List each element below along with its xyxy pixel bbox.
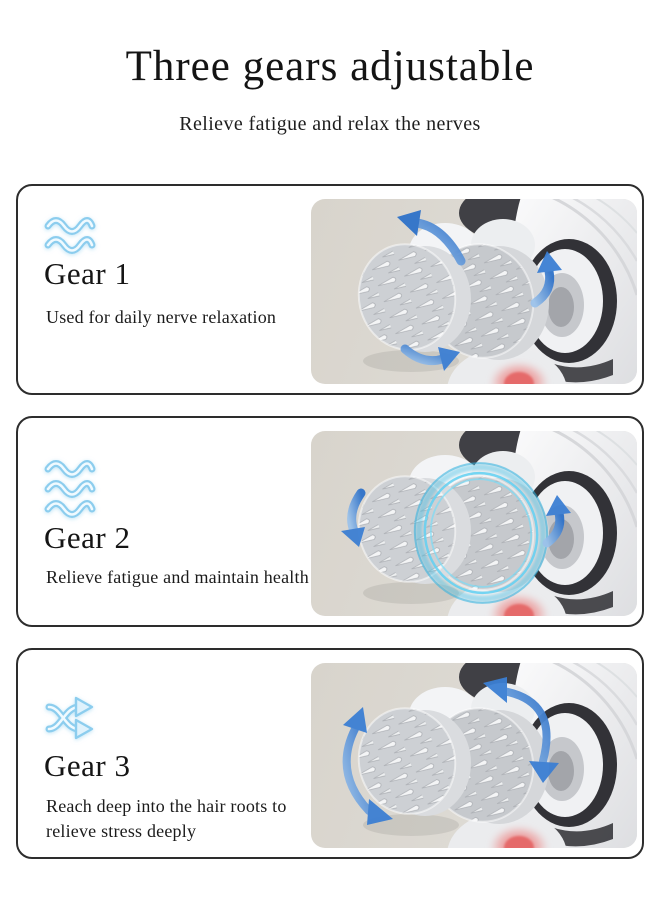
page-title: Three gears adjustable: [125, 43, 535, 90]
gear-2-card: Gear 2 Relieve fatigue and maintain heal…: [16, 416, 644, 627]
waves-two-icon: [44, 217, 96, 254]
gear-3-description: Reach deep into the hair roots to reliev…: [46, 796, 287, 842]
massager-scene-gear-2: [311, 431, 637, 616]
page-subtitle: Relieve fatigue and relax the nerves: [179, 113, 481, 136]
rotation-arrows: [341, 488, 571, 548]
gear-1-card: Gear 1 Used for daily nerve relaxation: [16, 184, 644, 395]
gear-2-title: Gear 2: [44, 520, 131, 555]
header: Three gears adjustable Relieve fatigue a…: [0, 0, 660, 184]
gear-3-product-image: [311, 663, 637, 848]
gear-1-description: Used for daily nerve relaxation: [46, 307, 277, 327]
gear-1-title: Gear 1: [44, 256, 131, 291]
gear-2-description: Relieve fatigue and maintain health: [46, 567, 309, 587]
gear-3-card: Gear 3 Reach deep into the hair roots to…: [16, 648, 644, 859]
shuffle-arrows-icon: [45, 696, 94, 740]
waves-three-icon: [44, 460, 96, 518]
spin-motion-rings: [413, 462, 549, 604]
massager-scene-gear-3: [311, 663, 637, 848]
massager-scene-gear-1: [311, 199, 637, 384]
gear-3-title: Gear 3: [44, 748, 131, 783]
rotation-arrows: [397, 210, 562, 371]
gear-1-product-image: [311, 199, 637, 384]
bidirectional-arrows: [342, 677, 559, 825]
gear-2-product-image: [311, 431, 637, 616]
